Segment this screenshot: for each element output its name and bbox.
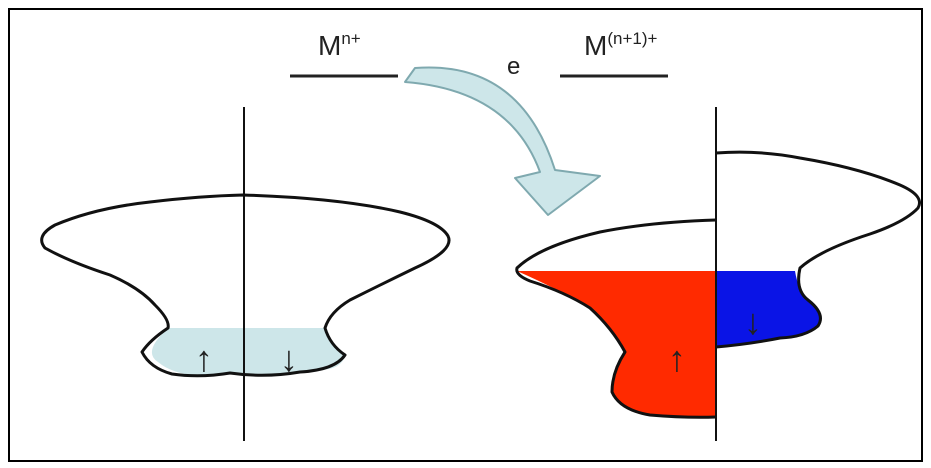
left-spin-down-arrow: ↓ [280,338,298,379]
right-spin-up-arrow: ↑ [668,338,686,379]
figure-frame [8,8,923,462]
left-spin-up-arrow: ↑ [195,338,213,379]
left-occupied-region [151,328,345,376]
right-dos-outline-down [715,150,921,349]
right-spin-down-arrow: ↓ [744,301,762,342]
label-right-state: M(n+1)+ [584,29,657,61]
right-spin-up-region [517,271,716,418]
electron-transfer-arrow [404,66,601,216]
left-dos-outline [40,193,451,378]
label-electron: e [507,53,520,80]
right-dos-outline-up [515,218,717,419]
right-spin-down-region [716,271,821,347]
label-left-state: Mn+ [318,29,361,61]
